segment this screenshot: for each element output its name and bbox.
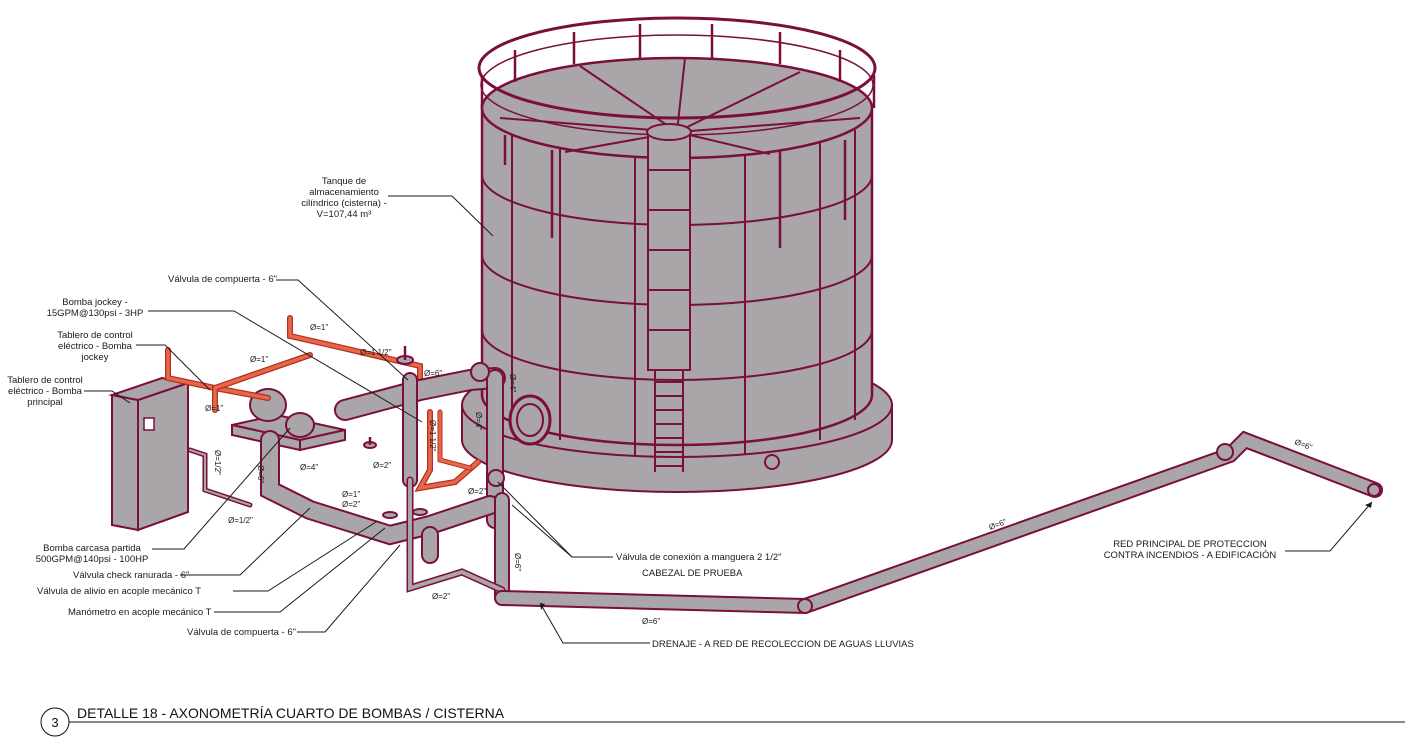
- jockey-pump-label-line: Bomba jockey -: [62, 297, 127, 308]
- main-network-label-line: CONTRA INCENDIOS - A EDIFICACIÓN: [1104, 550, 1277, 561]
- dim-tag: Ø=4": [474, 412, 483, 430]
- dim-tag: Ø=2": [432, 592, 450, 601]
- jockey-pump-label-line: 15GPM@130psi - 3HP: [47, 308, 144, 319]
- main-pump-label: Bomba carcasa partida 500GPM@140psi - 10…: [36, 543, 149, 565]
- dim-tag: Ø=1": [205, 404, 223, 413]
- detail-number: 3: [51, 715, 58, 730]
- main-network-label-line: RED PRINCIPAL DE PROTECCION: [1113, 539, 1267, 550]
- tank-label-line: almacenamiento: [309, 187, 379, 198]
- title-block: 3 DETALLE 18 - AXONOMETRÍA CUARTO DE BOM…: [40, 705, 1405, 737]
- jockey-panel-label-line: eléctrico - Bomba: [58, 341, 133, 352]
- tank-label-line: Tanque de: [322, 176, 366, 187]
- dim-tag: Ø=1 1/2": [360, 348, 392, 357]
- main-panel-label-line: Tablero de control: [7, 375, 83, 386]
- drain-label: DRENAJE - A RED DE RECOLECCION DE AGUAS …: [652, 639, 914, 650]
- jockey-panel-label: Tablero de control eléctrico - Bomba joc…: [57, 330, 133, 363]
- dim-tag: Ø=1": [342, 490, 360, 499]
- dim-tag: Ø=6": [513, 553, 522, 571]
- storage-tank: [461, 16, 893, 493]
- drawing-title: DETALLE 18 - AXONOMETRÍA CUARTO DE BOMBA…: [77, 705, 505, 721]
- gate-valve-top-label: Válvula de compuerta - 6": [168, 274, 277, 285]
- dim-tag: Ø=6": [424, 369, 442, 378]
- test-header-label: CABEZAL DE PRUEBA: [642, 568, 743, 579]
- check-valve-label: Válvula check ranurada - 6": [73, 570, 189, 581]
- dim-tag: Ø=2": [342, 500, 360, 509]
- hose-valve-label: Válvula de conexión a manguera 2 1/2": [616, 552, 782, 563]
- dim-tag: Ø=6": [256, 465, 265, 483]
- dim-tag: Ø=1/2": [228, 516, 253, 525]
- main-panel-label-line: principal: [27, 397, 62, 408]
- jockey-piping: [165, 315, 481, 493]
- dim-tag: Ø=1/2": [213, 450, 222, 475]
- main-pump: [231, 388, 346, 452]
- dim-tag: Ø=4": [508, 374, 517, 392]
- main-pump-label-line: Bomba carcasa partida: [43, 543, 141, 554]
- main-panel-label-line: eléctrico - Bomba: [8, 386, 83, 397]
- manometer-label: Manómetro en acople mecánico T: [68, 607, 212, 618]
- dim-tag: Ø=6": [642, 617, 660, 626]
- dim-tag: Ø=2": [373, 461, 391, 470]
- main-network-label: RED PRINCIPAL DE PROTECCION CONTRA INCEN…: [1104, 539, 1277, 561]
- jockey-panel-label-line: Tablero de control: [57, 330, 133, 341]
- jockey-panel-label-line: jockey: [81, 352, 109, 363]
- main-pump-label-line: 500GPM@140psi - 100HP: [36, 554, 149, 565]
- main-piping: [187, 346, 1383, 615]
- dim-tag: Ø=1": [250, 355, 268, 364]
- main-control-panel: [108, 376, 192, 532]
- main-panel-label: Tablero de control eléctrico - Bomba pri…: [7, 375, 83, 408]
- tank-label-line: cilíndrico (cisterna) -: [301, 198, 387, 209]
- gate-valve-bottom-label: Válvula de compuerta - 6": [187, 627, 296, 638]
- relief-valve-label: Válvula de alivio en acople mecánico T: [37, 586, 201, 597]
- jockey-pump-label: Bomba jockey - 15GPM@130psi - 3HP: [47, 297, 144, 319]
- dim-tag: Ø=4": [300, 463, 318, 472]
- dim-tag: Ø=2": [468, 487, 486, 496]
- tank-label-line: V=107,44 m³: [317, 209, 372, 220]
- leader-lines: [84, 195, 1373, 644]
- dim-tag: Ø=6": [1293, 437, 1313, 452]
- tank-label: Tanque de almacenamiento cilíndrico (cis…: [301, 176, 387, 220]
- pipe-diameter-tags: Ø=1" Ø=1" Ø=1" Ø=1" Ø=1 1/2" Ø=1 1/2" Ø=…: [205, 323, 1314, 626]
- dim-tag: Ø=1 1/2": [428, 420, 437, 452]
- dim-tag: Ø=1": [310, 323, 328, 332]
